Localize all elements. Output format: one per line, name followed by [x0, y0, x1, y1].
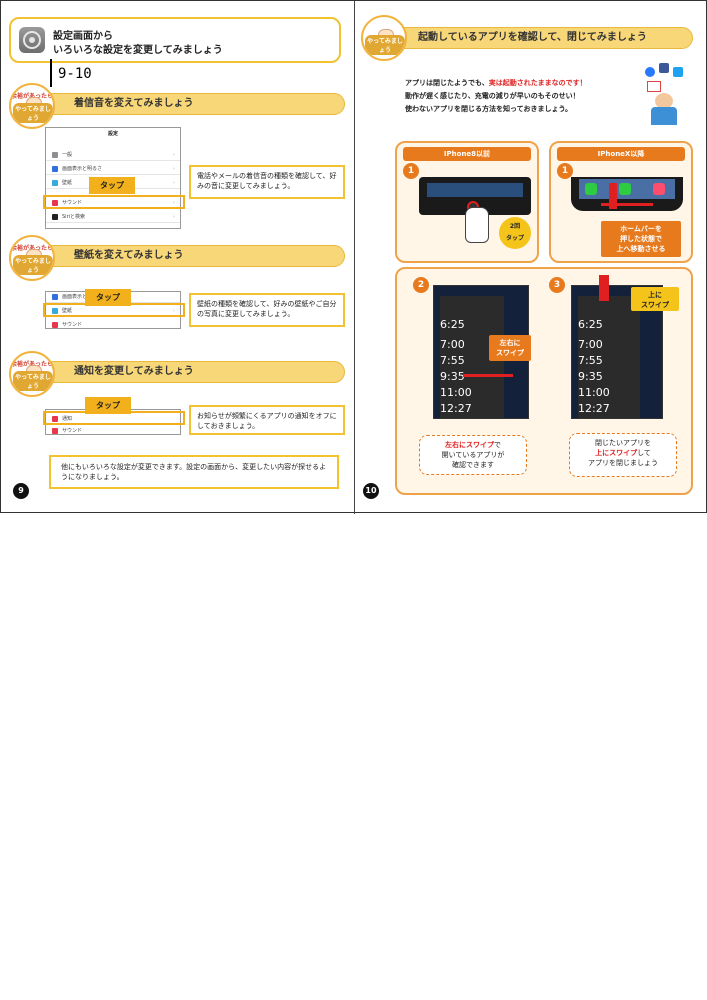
note-wallpaper: 壁紙の種類を確認して、好みの壁紙やご自分の写真に変更してみましょう。	[189, 293, 345, 327]
display-icon	[52, 294, 58, 300]
intro-line1: アプリは閉じたようでも、実は起動されたままなのです！	[405, 79, 587, 87]
sound-icon	[52, 200, 58, 206]
left-header-line2: いろいろな設定を変更してみましょう	[53, 45, 223, 56]
settings-row-siri: Siriと検索›	[46, 212, 180, 223]
step-1-iphone8: 1	[403, 163, 419, 179]
step-1-iphonex: 1	[557, 163, 573, 179]
time-3: 7:55	[578, 354, 603, 367]
wallpaper-icon	[52, 308, 58, 314]
badge-bottom-text: やってみましょう	[13, 103, 53, 123]
highlight-sound	[43, 195, 185, 209]
left-header-line1: 設定画面から	[53, 31, 113, 42]
note-step3-line1: 閉じたいアプリを	[595, 439, 651, 447]
tap-label-3: タップ	[85, 397, 131, 414]
note-step2: 左右にスワイプで 開いているアプリが 確認できます	[419, 435, 527, 475]
notification-icon	[52, 416, 58, 422]
section-title-notification: 通知を変更してみましょう	[33, 361, 345, 383]
time-5: 11:00	[440, 386, 472, 399]
badge-top-text: 余裕があったら	[11, 91, 53, 100]
page-number-10: 10	[363, 483, 379, 499]
wallpaper-icon	[52, 180, 58, 186]
note-notification: お知らせが頻繁にくるアプリの通知をオフにしておきましょう。	[189, 405, 345, 435]
tap-label-2: タップ	[85, 289, 131, 306]
badge-bottom-text: やってみましょう	[13, 371, 53, 391]
tab-iphone8: IPhone8以前	[403, 147, 531, 161]
iphonex-device	[571, 177, 683, 211]
wallpaper-row-sound: サウンド	[46, 320, 180, 330]
settings-title: 設定	[107, 131, 118, 137]
page-number-9: 9	[13, 483, 29, 499]
document-spread: 設定画面から いろいろな設定を変更してみましょう 9-10 着信音を変えてみまし…	[0, 0, 707, 514]
section-title-ringtone: 着信音を変えてみましょう	[33, 93, 345, 115]
note-ringtone: 電話やメールの着信音の種類を確認して、好みの音に変更してみましょう。	[189, 165, 345, 199]
tap-hand-icon	[465, 207, 489, 243]
time-4: 9:35	[578, 370, 603, 383]
badge-optional-3: 余裕があったら やってみましょう	[9, 351, 55, 397]
badge-bottom-text: やってみましょう	[13, 255, 53, 275]
sound-icon	[52, 322, 58, 328]
badge-optional-1: 余裕があったら やってみましょう	[9, 83, 55, 129]
page-divider	[354, 1, 355, 514]
tap-label-1: タップ	[89, 177, 135, 194]
note-step3-line3: アプリを閉じましょう	[588, 459, 658, 467]
time-6: 12:27	[440, 402, 472, 415]
general-icon	[52, 152, 58, 158]
badge-top-text: 余裕があったら	[11, 359, 53, 368]
page-label-bar	[50, 59, 52, 87]
tab-iphonex: IPhoneX以降	[557, 147, 685, 161]
callout-swipe-lr: 左右に スワイプ	[489, 335, 531, 361]
note-step3: 閉じたいアプリを 上にスワイプして アプリを閉じましょう	[569, 433, 677, 477]
note-step3-line2: 上にスワイプして	[595, 449, 651, 457]
notify-row-sound: サウンド	[46, 426, 180, 436]
display-icon	[52, 166, 58, 172]
intro-line3: 使わないアプリを閉じる方法を知っておきましょう。	[405, 105, 573, 113]
callout-home-bar: ホームバーを 押した状態で 上へ移動させる	[601, 221, 681, 257]
arrow-up-swipe-icon	[599, 275, 609, 301]
app-icons-illustration	[639, 63, 687, 129]
time-3: 7:55	[440, 354, 465, 367]
settings-row-general: 一般›	[46, 150, 180, 161]
time-5: 11:00	[578, 386, 610, 399]
badge-top-text: 余裕があったら	[11, 243, 53, 252]
settings-row-display: 画面表示と明るさ›	[46, 164, 180, 175]
left-header-box: 設定画面から いろいろな設定を変更してみましょう	[9, 17, 341, 63]
time-4: 9:35	[440, 370, 465, 383]
badge-tip: やってみましょう	[361, 15, 407, 61]
time-1: 6:25	[440, 318, 465, 331]
time-6: 12:27	[578, 402, 610, 415]
summary-box: 他にもいろいろな設定が変更できます。設定の画面から、変更したい内容が探せるように…	[49, 455, 339, 489]
badge-bottom-text: やってみましょう	[365, 35, 405, 55]
sound-icon	[52, 428, 58, 434]
time-2: 7:00	[440, 338, 465, 351]
time-1: 6:25	[578, 318, 603, 331]
callout-double-tap: 2回 タップ	[499, 217, 531, 249]
settings-gear-icon	[19, 27, 45, 53]
arrow-up-icon	[609, 183, 617, 209]
callout-swipe-up: 上に スワイプ	[631, 287, 679, 311]
step-2: 2	[413, 277, 429, 293]
badge-optional-2: 余裕があったら やってみましょう	[9, 235, 55, 281]
intro-line2: 動作が遅く感じたり、充電の減りが早いのもそのせい！	[405, 92, 580, 100]
step-3: 3	[549, 277, 565, 293]
time-2: 7:00	[578, 338, 603, 351]
section-title-wallpaper: 壁紙を変えてみましょう	[33, 245, 345, 267]
arrow-left-right-icon	[463, 374, 513, 377]
intro-text: アプリは閉じたようでも、実は起動されたままなのです！ 動作が遅く感じたり、充電の…	[405, 77, 635, 116]
right-header-bar: 起動しているアプリを確認して、閉じてみましょう	[379, 27, 693, 49]
page-label: 9-10	[58, 66, 92, 82]
siri-icon	[52, 214, 58, 220]
